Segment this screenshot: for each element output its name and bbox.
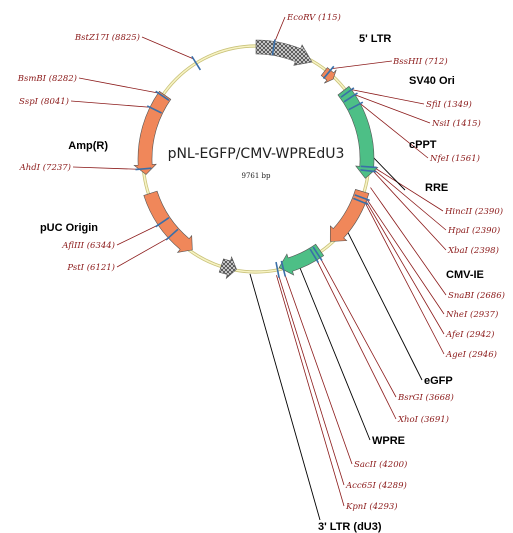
site-label-afei: AfeI (2942) — [445, 329, 495, 340]
feature-label-puc-origin: pUC Origin — [40, 222, 98, 234]
site-tick-4 — [348, 101, 364, 111]
site-label-bsmbi: BsmBI (8282) — [17, 73, 77, 84]
site-label-bstz17i: BstZ17I (8825) — [74, 32, 140, 43]
feature-arc-cmv-ie — [329, 189, 370, 242]
site-label-bsshii: BssHII (712) — [392, 56, 448, 67]
site-tick-14 — [155, 217, 170, 228]
site-tick-6 — [360, 169, 377, 173]
site-label-xbai: XbaI (2398) — [447, 245, 499, 256]
feature-label-cppt: cPPT — [409, 139, 437, 151]
site-tick-13 — [165, 228, 179, 241]
leader-line-8 — [370, 187, 447, 296]
leader-line-16 — [276, 275, 345, 507]
site-tick-18 — [191, 55, 202, 71]
leader-line-21 — [78, 77, 159, 94]
site-tick-0 — [271, 39, 276, 56]
site-label-afliii: AflIII (6344) — [61, 240, 115, 251]
leader-line-7 — [373, 171, 447, 251]
site-label-sfii: SfiI (1349) — [426, 99, 472, 110]
site-tick-3 — [343, 92, 358, 103]
site-ticks — [135, 39, 377, 278]
site-label-psti: PstI (6121) — [66, 262, 115, 273]
feature-label-sv40-ori: SV40 Ori — [409, 75, 455, 87]
site-label-kpni: KpnI (4293) — [345, 501, 398, 512]
leader-line-14 — [284, 273, 353, 465]
feature-labels: 5' LTR SV40 Ori cPPT RRE CMV-IE eGFP WPR… — [40, 33, 484, 533]
site-labels: EcoRV (115) BssHII (712) SfiI (1349) Nsi… — [17, 12, 505, 512]
leader-line-6 — [373, 168, 447, 231]
site-tick-10 — [309, 248, 320, 264]
leader-line-15 — [278, 274, 345, 486]
site-label-nfei: NfeI (1561) — [429, 153, 480, 164]
site-tick-5 — [360, 165, 377, 169]
site-label-nhei: NheI (2937) — [445, 309, 498, 320]
site-label-snabi: SnaBI (2686) — [448, 290, 505, 301]
site-label-hincii: HincII (2390) — [444, 206, 503, 217]
leader-line-4 — [359, 103, 429, 159]
leader-line-3 — [354, 94, 431, 124]
feature-label-rre: RRE — [425, 182, 448, 194]
leader-line-0 — [274, 16, 286, 43]
site-label-bsrgi: BsrGI (3668) — [397, 392, 454, 403]
leader-line-12 — [319, 257, 397, 398]
leader-line-19 — [72, 166, 139, 170]
feature-pointer-0 — [370, 154, 406, 191]
feature-label-ampr: Amp(R) — [68, 140, 108, 152]
leader-line-11 — [365, 203, 445, 355]
site-label-hpai: HpaI (2390) — [447, 225, 500, 236]
feature-label-3ltr: 3' LTR (dU3) — [318, 521, 382, 533]
leader-line-2 — [351, 89, 425, 105]
leader-line-1 — [331, 60, 393, 70]
feature-pointer-3 — [249, 273, 321, 521]
site-label-agei: AgeI (2946) — [445, 349, 497, 360]
leader-line-10 — [365, 201, 445, 335]
feature-pointer-2 — [298, 265, 371, 441]
feature-label-egfp: eGFP — [424, 375, 453, 387]
site-label-sspi: SspI (8041) — [19, 96, 69, 107]
leader-line-5 — [373, 166, 444, 212]
site-label-ahdi: AhdI (7237) — [19, 162, 71, 173]
leader-line-18 — [116, 224, 159, 246]
leader-line-17 — [116, 237, 169, 268]
site-tick-15 — [135, 167, 152, 171]
leader-line-13 — [316, 259, 397, 420]
leader-line-20 — [70, 100, 150, 108]
feature-label-wpre: WPRE — [372, 435, 405, 447]
feature-arc-ampr — [133, 90, 172, 175]
plasmid-name: pNL-EGFP/CMV-WPREdU3 — [168, 146, 345, 162]
feature-arc-3ltr — [218, 256, 237, 280]
plasmid-size: 9761 bp — [241, 172, 271, 180]
feature-pointer-1 — [346, 229, 423, 381]
leader-lines — [70, 16, 447, 521]
site-tick-8 — [353, 197, 369, 206]
leader-line-22 — [141, 36, 194, 60]
site-tick-11 — [280, 260, 287, 277]
site-label-ecorv: EcoRV (115) — [286, 12, 341, 23]
feature-label-5ltr: 5' LTR — [359, 33, 391, 45]
feature-arc-5ltr — [255, 39, 313, 66]
feature-label-cmv-ie: CMV-IE — [446, 269, 484, 281]
site-tick-9 — [312, 246, 323, 261]
site-tick-7 — [354, 194, 370, 202]
site-tick-1 — [322, 65, 335, 80]
site-label-nsii: NsiI (1415) — [431, 118, 481, 129]
site-tick-2 — [340, 87, 355, 98]
site-label-acc65i: Acc65I (4289) — [345, 480, 407, 491]
leader-line-9 — [366, 199, 445, 315]
site-tick-17 — [155, 90, 170, 101]
feature-arc-puc-origin — [143, 190, 193, 253]
site-label-xhoi: XhoI (3691) — [397, 414, 449, 425]
site-tick-12 — [275, 261, 280, 278]
site-tick-16 — [146, 105, 162, 114]
site-label-sacii: SacII (4200) — [354, 459, 407, 470]
feature-arc-cppt-rre — [337, 85, 379, 179]
